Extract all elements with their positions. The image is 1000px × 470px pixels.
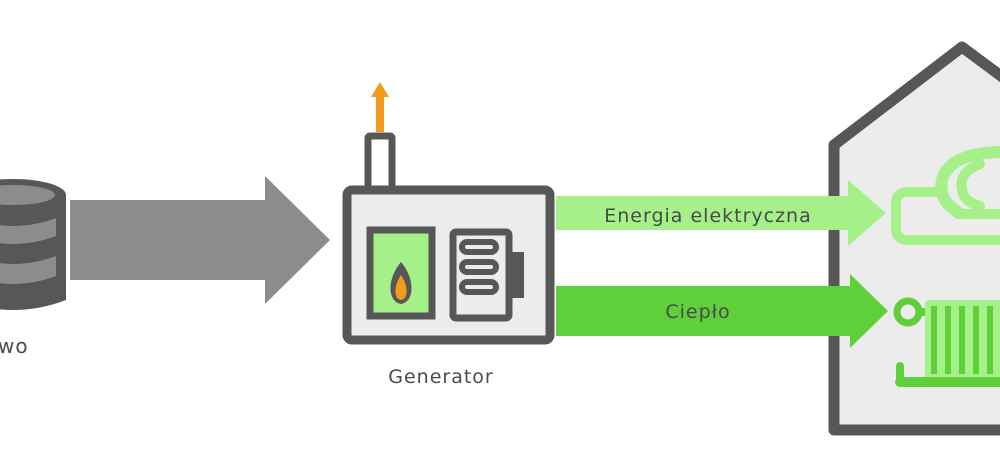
fuel-label: wo [0, 334, 29, 358]
flame-icon [390, 262, 412, 304]
heat-label: Ciepło [665, 301, 730, 323]
electricity-label: Energia elektryczna [604, 205, 812, 227]
power-plug-icon [891, 146, 1000, 245]
electricity-arrow [556, 180, 886, 246]
heat-arrow [556, 274, 888, 348]
generator-icon [342, 82, 555, 345]
fuel-flow-arrow [70, 176, 330, 304]
generator-label: Generator [388, 366, 493, 388]
fuel-barrel-icon [0, 179, 66, 310]
radiator-icon [893, 297, 1000, 387]
